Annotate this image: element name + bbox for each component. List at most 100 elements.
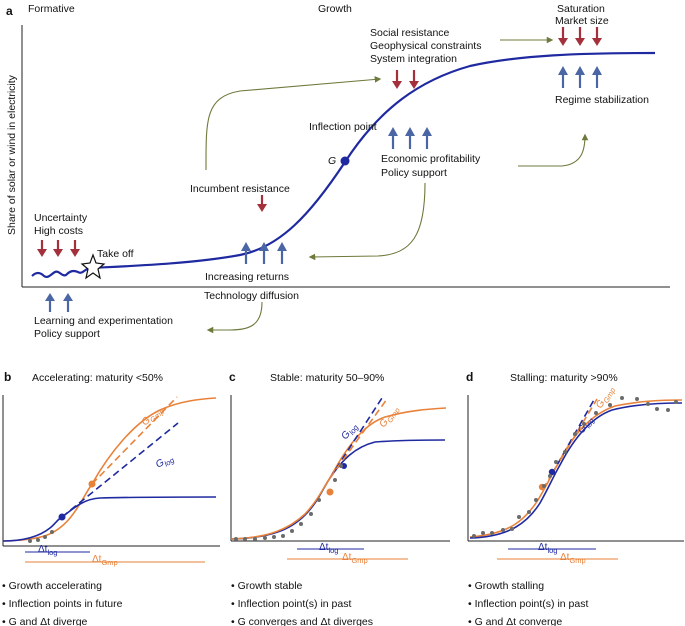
label-policy-support-1: Policy support — [34, 328, 100, 340]
panel-b: b Accelerating: maturity <50% GGmp Glog … — [2, 370, 220, 626]
down-arrow — [37, 240, 47, 257]
driver-arrows — [45, 66, 602, 312]
panel-b-bullet-3: • G and Δt diverge — [2, 616, 88, 626]
loop-arrow-bottom — [206, 301, 263, 334]
panel-c-gompertz-curve — [230, 407, 447, 540]
panel-c-bullet-2: • Inflection point(s) in past — [231, 598, 351, 610]
loop-arrow-right — [518, 133, 589, 167]
panel-d-g-gmp-label: GGmp — [594, 384, 617, 411]
up-arrow — [259, 242, 269, 264]
panel-c-gompertz-tangent — [329, 398, 388, 479]
panel-a-letter: a — [6, 4, 13, 18]
label-take-off: Take off — [97, 248, 134, 260]
up-arrow — [45, 293, 55, 312]
down-arrow — [575, 27, 585, 46]
panel-b-logistic-tangent — [61, 422, 179, 518]
up-arrow — [592, 66, 602, 88]
take-off-star — [80, 253, 106, 280]
up-arrow — [558, 66, 568, 88]
up-arrow — [388, 127, 398, 149]
panel-b-logistic-curve — [2, 496, 217, 542]
label-inflection-point: Inflection point — [309, 121, 377, 133]
panel-c-gompertz-point — [326, 488, 334, 496]
panel-b-bullet-2: • Inflection points in future — [2, 598, 123, 610]
panel-c-dt-log-label: Δtlog — [319, 542, 338, 555]
panel-b-g-log-label: Glog — [154, 452, 177, 473]
panel-d-title: Stalling: maturity >90% — [510, 372, 618, 384]
panel-d-dt-gmp-label: ΔtGmp — [560, 552, 586, 565]
label-uncertainty: Uncertainty — [34, 212, 88, 224]
up-arrow — [277, 242, 287, 264]
diffusion-curve — [31, 51, 656, 279]
panel-d-logistic-curve — [469, 402, 683, 539]
panel-c-letter: c — [229, 370, 236, 384]
label-incumbent-resistance: Incumbent resistance — [190, 183, 290, 195]
panel-b-logistic-point — [58, 513, 66, 521]
up-arrow — [63, 293, 73, 312]
panel-b-dt-log-label: Δtlog — [38, 544, 57, 557]
label-technology-diffusion: Technology diffusion — [204, 290, 299, 302]
up-arrow — [241, 242, 251, 264]
panel-d-logistic-point — [548, 468, 556, 476]
phase-saturation: Saturation — [557, 3, 605, 15]
loop-arrows — [205, 36, 589, 334]
panel-b-title: Accelerating: maturity <50% — [32, 372, 163, 384]
panel-c: c Stable: maturity 50–90% GGmp Glog Δtlo… — [229, 370, 450, 626]
panel-d: d Stalling: maturity >90% GGmp Glog Δtlo… — [466, 370, 684, 626]
phase-growth: Growth — [318, 3, 352, 15]
down-arrow — [53, 240, 63, 257]
panel-b-dots — [28, 530, 54, 543]
down-arrow — [70, 240, 80, 257]
panel-c-g-gmp-label: GGmp — [377, 404, 401, 431]
panel-d-gompertz-curve — [469, 399, 683, 538]
up-arrow — [575, 66, 585, 88]
inflection-point-marker — [340, 156, 350, 166]
down-arrow — [392, 70, 402, 89]
barrier-arrows — [37, 27, 602, 257]
panel-b-letter: b — [4, 370, 11, 384]
label-regime-stabilization: Regime stabilization — [555, 94, 649, 106]
label-g: G — [328, 155, 336, 167]
panel-c-bullet-1: • Growth stable — [231, 580, 303, 592]
label-high-costs: High costs — [34, 225, 83, 237]
panel-c-logistic-curve — [230, 439, 446, 540]
down-arrow — [592, 27, 602, 46]
panel-a: a Formative Growth Saturation Share of s… — [6, 3, 670, 340]
panel-d-letter: d — [466, 370, 473, 384]
label-policy-support-2: Policy support — [381, 167, 447, 179]
panel-c-bullet-3: • G converges and Δt diverges — [231, 616, 373, 626]
panel-b-gompertz-point — [88, 480, 96, 488]
panel-c-title: Stable: maturity 50–90% — [270, 372, 384, 384]
panel-d-dots — [472, 396, 678, 538]
panel-b-bullet-1: • Growth accelerating — [2, 580, 102, 592]
panel-d-bullet-3: • G and Δt converge — [468, 616, 562, 626]
panel-d-dt-log-label: Δtlog — [538, 542, 557, 555]
up-arrow — [405, 127, 415, 149]
panel-d-bullet-1: • Growth stalling — [468, 580, 544, 592]
label-market-size: Market size — [555, 15, 609, 27]
panel-c-dt-gmp-label: ΔtGmp — [342, 552, 368, 565]
panel-d-logistic-tangent — [551, 397, 596, 475]
down-arrow — [558, 27, 568, 46]
label-social-resistance: Social resistance — [370, 27, 450, 39]
phase-formative: Formative — [28, 3, 75, 15]
label-learning: Learning and experimentation — [34, 315, 173, 327]
label-increasing-returns: Increasing returns — [205, 271, 289, 283]
panel-b-g-gmp-label: GGmp — [140, 404, 167, 430]
panel-a-y-label: Share of solar or wind in electricity — [6, 74, 18, 235]
panel-d-bullet-2: • Inflection point(s) in past — [468, 598, 588, 610]
label-economic-profitability: Economic profitability — [381, 153, 481, 165]
panel-b-dt-gmp-label: ΔtGmp — [92, 554, 118, 567]
panel-c-dots — [234, 464, 343, 541]
down-arrow — [409, 70, 419, 89]
panel-b-gompertz-tangent — [91, 396, 178, 485]
loop-arrow-middle — [308, 182, 426, 261]
panel-b-gompertz-curve — [2, 397, 217, 542]
label-system-integration: System integration — [370, 53, 457, 65]
panel-c-logistic-point — [341, 463, 347, 469]
loop-arrow-top-left — [205, 76, 382, 171]
up-arrow — [422, 127, 432, 149]
label-geophysical: Geophysical constraints — [370, 40, 481, 52]
down-arrow — [257, 195, 267, 212]
